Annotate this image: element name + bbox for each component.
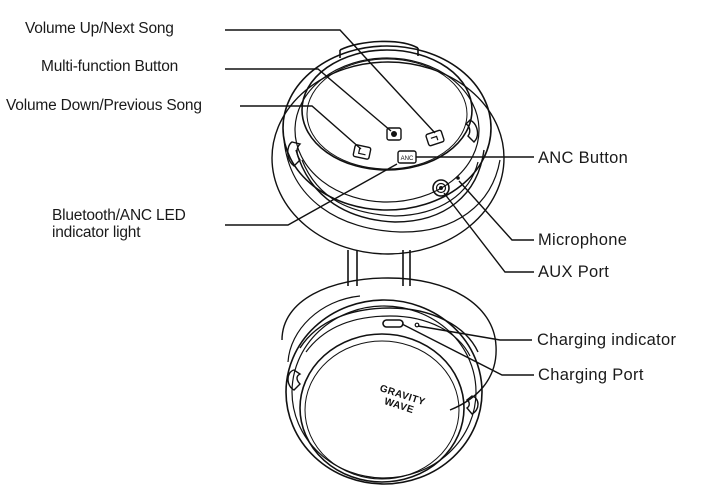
leader-led bbox=[225, 163, 398, 226]
headband bbox=[339, 40, 419, 286]
label-volume-up: Volume Up/Next Song bbox=[25, 20, 174, 37]
label-microphone: Microphone bbox=[538, 231, 628, 249]
aux-port bbox=[432, 179, 450, 197]
leader-volume-down bbox=[240, 105, 362, 150]
label-anc-button: ANC Button bbox=[538, 149, 629, 167]
label-led-line2: indicator light bbox=[52, 224, 141, 241]
charging-indicator-dot bbox=[414, 322, 420, 328]
label-charging-indicator: Charging indicator bbox=[537, 331, 677, 349]
label-charging-port: Charging Port bbox=[538, 366, 644, 384]
charging-port bbox=[382, 319, 404, 328]
anc-button-mark: ANC bbox=[401, 156, 414, 162]
volume-up-button bbox=[425, 129, 445, 147]
leader-multi-function bbox=[225, 68, 392, 132]
label-volume-down: Volume Down/Previous Song bbox=[6, 97, 202, 114]
label-aux-port: AUX Port bbox=[538, 263, 610, 281]
lower-ear-cup: GRAVITY WAVE bbox=[281, 277, 497, 485]
upper-ear-cup: ANC bbox=[271, 45, 505, 255]
leader-charging-indicator bbox=[417, 325, 532, 341]
leader-lines bbox=[225, 29, 534, 376]
upper-face-plate bbox=[301, 49, 473, 171]
volume-down-button bbox=[352, 144, 372, 160]
leader-microphone bbox=[458, 180, 534, 241]
leader-aux bbox=[443, 192, 534, 273]
label-led-line1: Bluetooth/ANC LED bbox=[52, 207, 186, 224]
anc-button: ANC bbox=[397, 150, 417, 164]
multi-function-button bbox=[386, 127, 402, 141]
brand-logo: GRAVITY WAVE bbox=[378, 383, 426, 416]
leader-charging-port bbox=[401, 323, 534, 376]
label-multi-function: Multi-function Button bbox=[41, 58, 179, 75]
leader-volume-up bbox=[225, 29, 436, 134]
lower-face-plate bbox=[299, 333, 465, 483]
upper-cushion bbox=[271, 61, 505, 255]
microphone-hole bbox=[456, 176, 460, 180]
